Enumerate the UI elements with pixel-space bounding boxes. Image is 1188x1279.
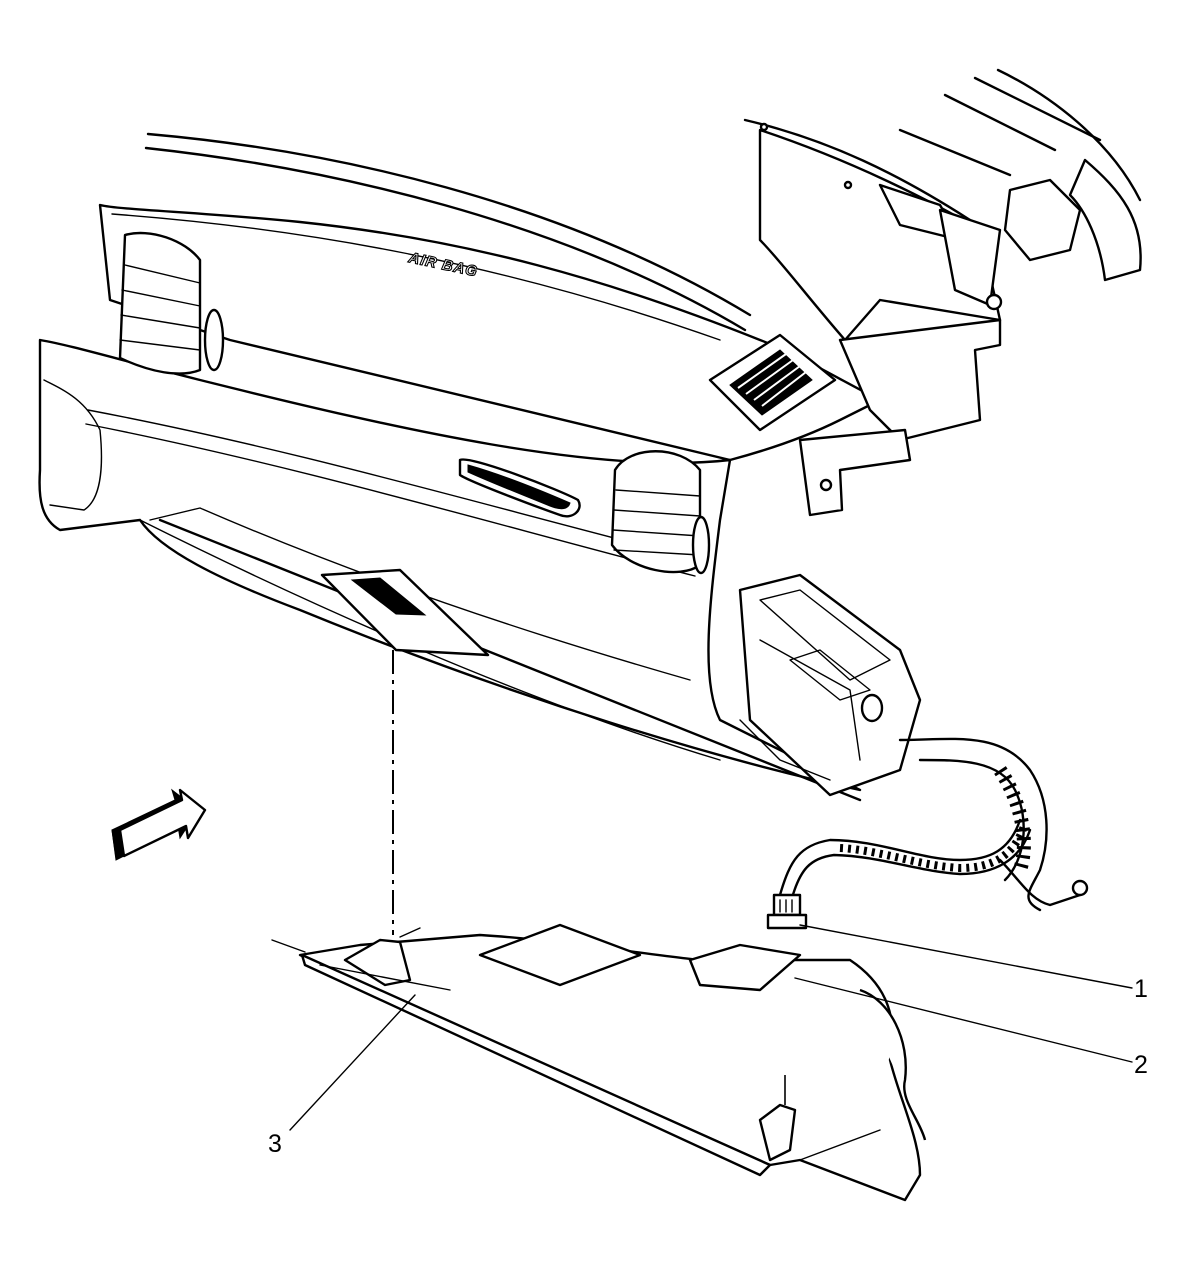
leader-line-2 <box>794 977 1133 1063</box>
lower-trim-panel <box>298 923 927 1202</box>
right-air-vent <box>610 450 711 575</box>
alignment-line-tick <box>399 927 421 938</box>
reference-line <box>271 939 306 953</box>
wiring-harness <box>778 737 1089 912</box>
defrost-grille <box>708 333 837 432</box>
callout-2: 2 <box>1134 1051 1148 1079</box>
nameplate-badge <box>458 458 581 518</box>
leader-line-3 <box>289 994 416 1131</box>
callout-1: 1 <box>1134 975 1148 1003</box>
left-air-vent <box>118 231 225 375</box>
view-direction-arrow <box>111 788 207 861</box>
instrument-panel-upper: AIR BAG <box>98 132 882 462</box>
harness-connector <box>766 893 808 930</box>
cowl-top <box>743 68 1142 342</box>
electrical-module <box>738 573 922 797</box>
glove-box-opening <box>320 568 490 657</box>
right-end-bracket <box>798 318 1002 517</box>
leader-line-1 <box>799 924 1133 989</box>
callout-3: 3 <box>268 1130 282 1158</box>
